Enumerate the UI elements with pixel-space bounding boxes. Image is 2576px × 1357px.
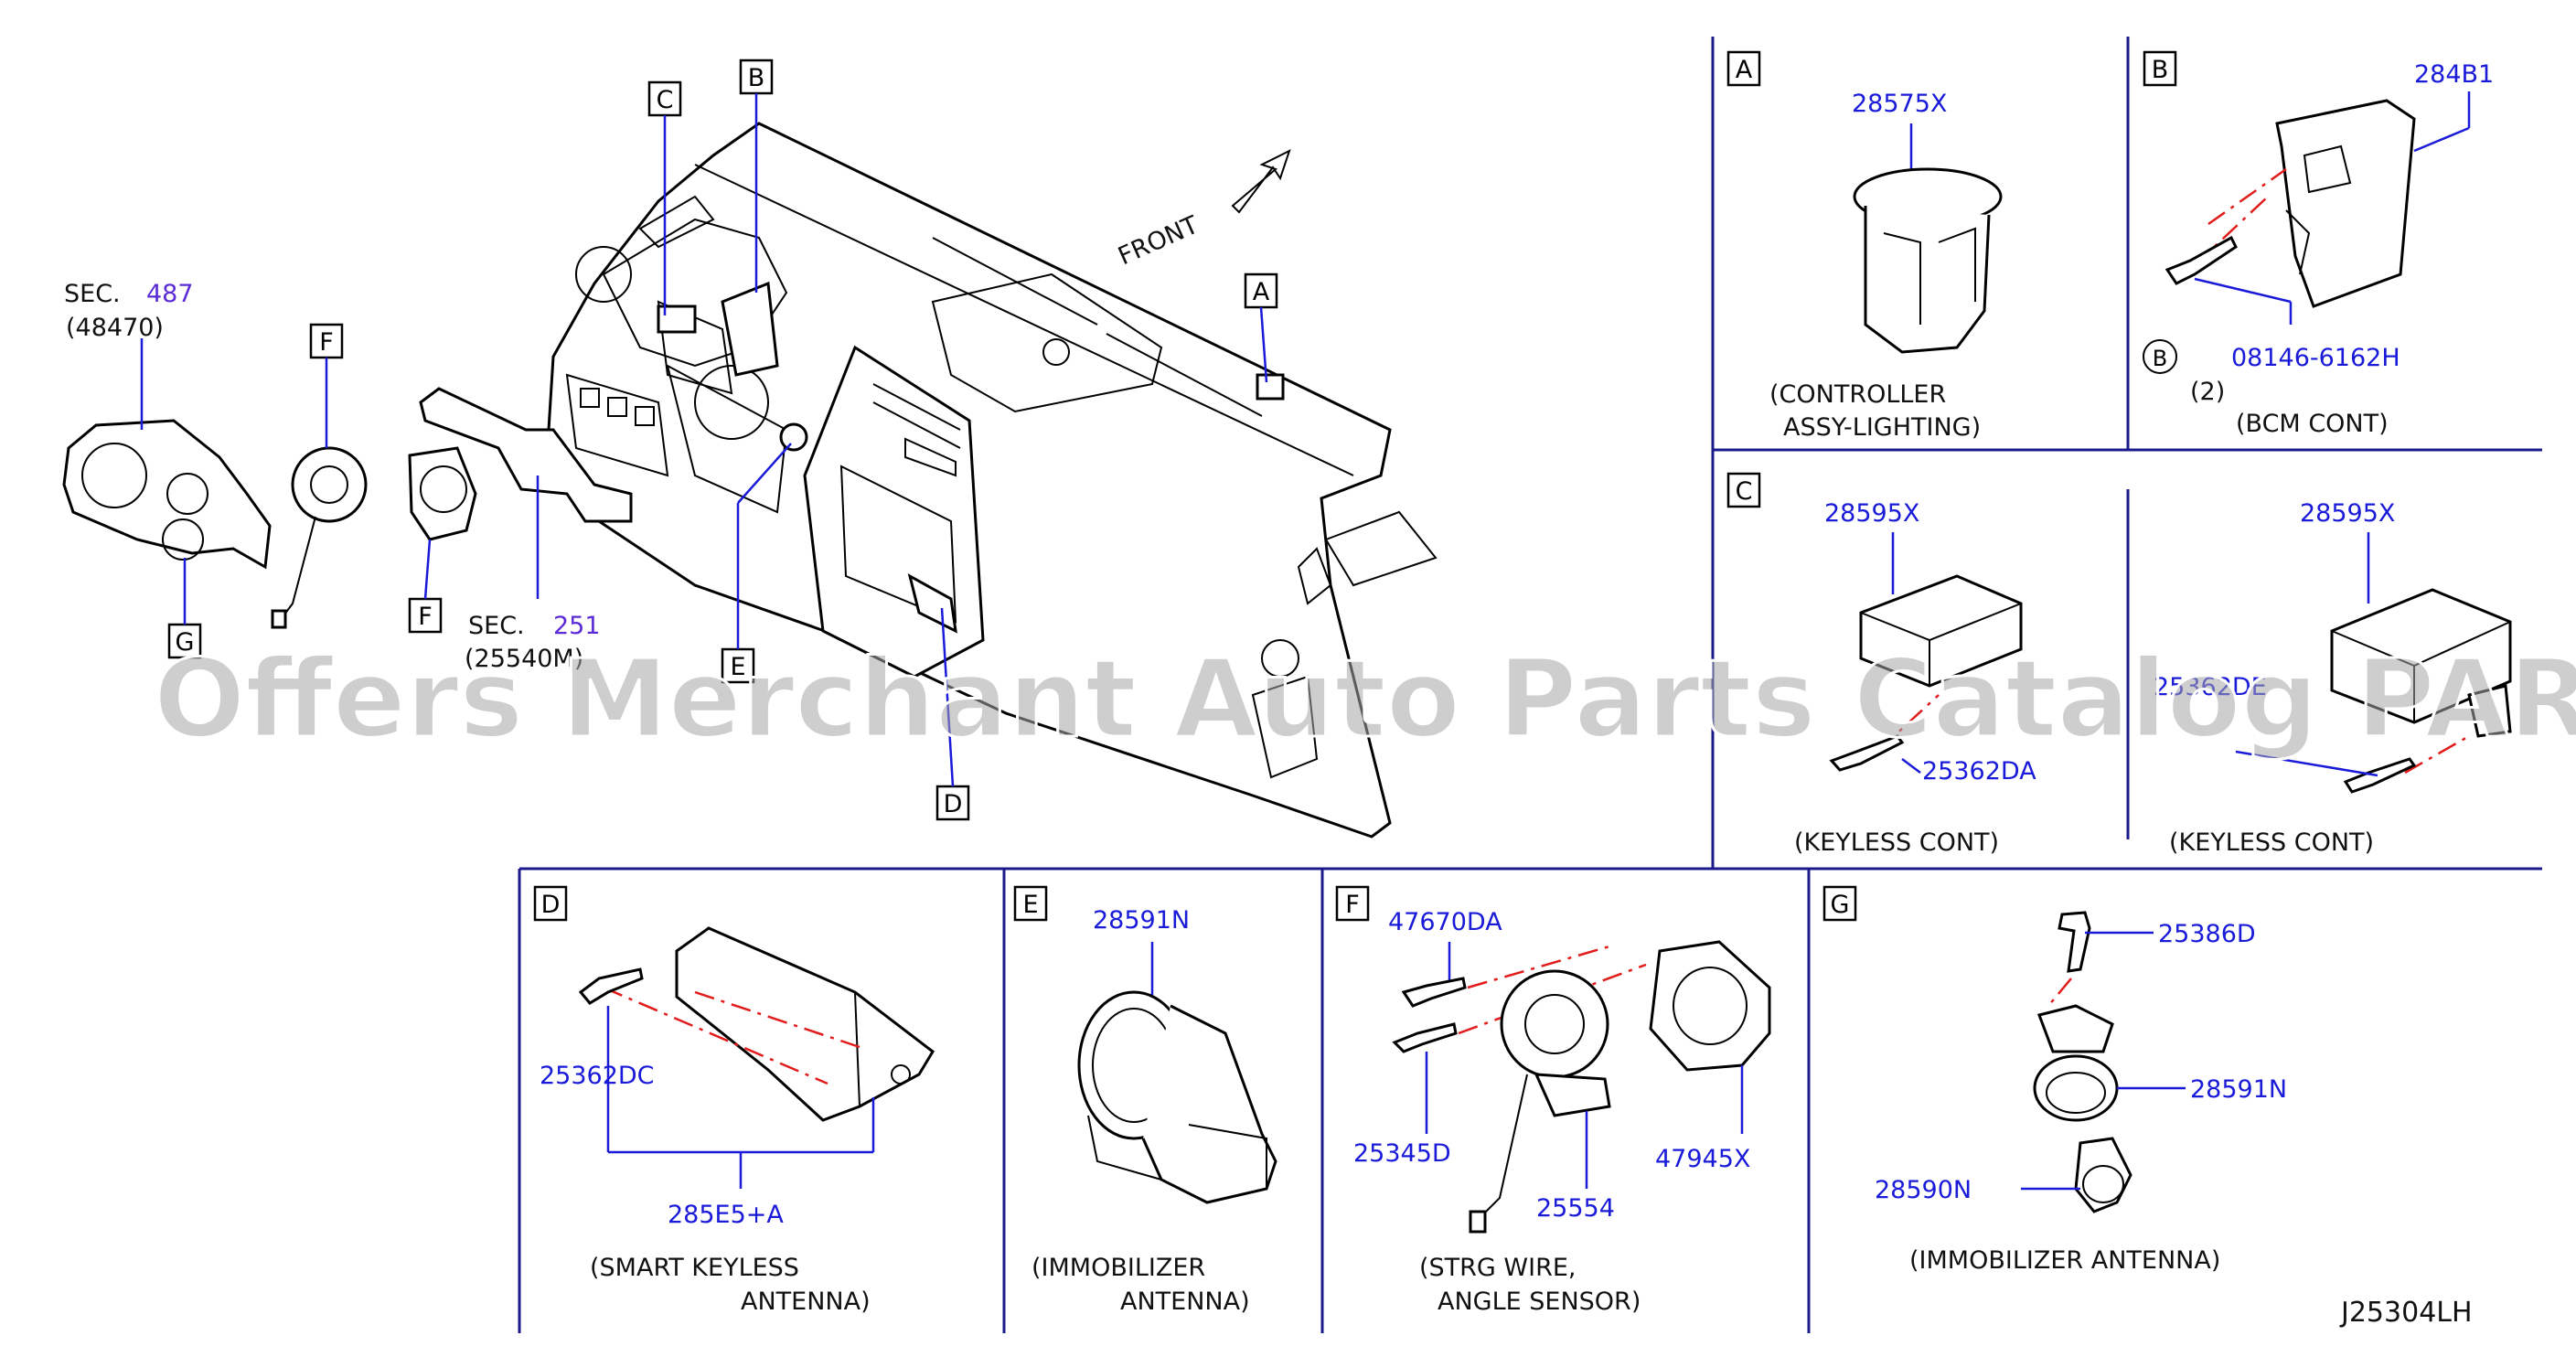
callout-f-left-lower: F [418, 603, 433, 631]
part-08146-6162h[interactable]: 08146-6162H [2231, 344, 2400, 372]
panel-b-desc: (BCM CONT) [2236, 410, 2389, 438]
callout-f: F [1345, 891, 1360, 919]
sec-251-sub: (25540M) [465, 645, 583, 673]
part-25345d[interactable]: 25345D [1353, 1139, 1451, 1168]
sec-487-sub: (48470) [66, 314, 164, 342]
panel-f: F 47670DA 25345D 25554 47945X (STRG WIRE… [1335, 885, 1771, 1316]
part-28575x[interactable]: 28575X [1852, 90, 1947, 118]
callout-d-main: D [944, 790, 963, 818]
part-28590n[interactable]: 28590N [1875, 1176, 1972, 1204]
panel-c-right: 28595X 2​5​362DE (KEYLESS CONT) [2154, 499, 2512, 857]
panel-c-left: C 28595X 25362DA (KEYLESS CONT) [1726, 472, 2036, 857]
panel-d-desc-line1: (SMART KEYLESS [590, 1254, 799, 1282]
callout-a-main: A [1253, 278, 1270, 306]
panel-a-desc-line1: (CONTROLLER [1769, 380, 1946, 409]
panel-e-desc-line1: (IMMOBILIZER [1031, 1254, 1205, 1282]
panel-e-desc-line2: ANTENNA) [1120, 1288, 1250, 1316]
callout-e: E [1022, 891, 1038, 919]
part-285e5-a[interactable]: 285E5+A [668, 1201, 784, 1229]
callout-f-left: F [319, 328, 334, 357]
bolt-marker-b: B [2153, 346, 2167, 371]
callout-c-main: C [657, 86, 674, 114]
front-arrow: FRONT [1114, 149, 1291, 271]
panel-d-desc-line2: ANTENNA) [741, 1288, 871, 1316]
callout-g: G [1831, 891, 1850, 919]
sec-487-number: 487 [146, 280, 194, 308]
watermark: Offers Merchant Auto Parts Catalog PARTS… [154, 636, 2576, 762]
callout-b-main: B [748, 64, 765, 92]
panel-dividers [518, 37, 2542, 1333]
panel-e: E 28591N (IMMOBILIZER ANTENNA) [1013, 885, 1277, 1316]
callout-a: A [1736, 56, 1753, 84]
callout-d: D [541, 891, 561, 919]
sec-251-number: 251 [553, 612, 601, 640]
part-284b1[interactable]: 284B1 [2414, 60, 2494, 89]
sec-251-prefix: SEC. [468, 612, 525, 640]
left-parts: SEC. 487 (48470) F F G SEC. 251 (25540M) [62, 280, 633, 673]
panel-a-desc-line2: ASSY-LIGHTING) [1783, 413, 1981, 442]
part-28591n-g[interactable]: 28591N [2190, 1075, 2287, 1104]
part-25362de-partial[interactable]: 2​5​362DE [2154, 673, 2267, 701]
part-47945x[interactable]: 47945X [1655, 1145, 1750, 1173]
callout-e-main: E [730, 653, 745, 681]
panel-f-desc-line2: ANGLE SENSOR) [1438, 1288, 1641, 1316]
panel-b-qty: (2) [2190, 378, 2225, 406]
panel-f-desc-line1: (STRG WIRE, [1419, 1254, 1577, 1282]
panel-c1-desc: (KEYLESS CONT) [1794, 828, 1999, 857]
panel-g-desc: (IMMOBILIZER ANTENNA) [1909, 1246, 2220, 1275]
part-28595x-c2[interactable]: 28595X [2300, 499, 2395, 528]
panel-g: G 25386D 28591N 28590N (IMMOBILIZER ANTE… [1822, 885, 2287, 1275]
part-25386d[interactable]: 25386D [2158, 920, 2256, 948]
callout-g-left: G [176, 628, 195, 657]
callout-b: B [2152, 56, 2169, 84]
front-label: FRONT [1114, 210, 1202, 271]
dashboard-illustration [547, 122, 1438, 839]
part-25554[interactable]: 25554 [1536, 1194, 1615, 1223]
main-callouts: C B A E D [647, 59, 1278, 821]
part-25362dc[interactable]: 25362DC [540, 1062, 655, 1090]
part-28595x-c1[interactable]: 28595X [1824, 499, 1919, 528]
sec-487-prefix: SEC. [64, 280, 121, 308]
part-47670da[interactable]: 47670DA [1388, 908, 1502, 936]
panel-b: B 284B1 08146-6162H B (2) (BCM CONT) [2143, 50, 2494, 438]
panel-c2-desc: (KEYLESS CONT) [2169, 828, 2374, 857]
panel-a: A 28575X (CONTROLLER ASSY-LIGHTING) [1726, 50, 2003, 442]
part-25362da[interactable]: 25362DA [1922, 757, 2036, 785]
callout-c: C [1736, 477, 1753, 506]
diagram-code: J25304LH [2339, 1297, 2473, 1329]
part-28591n-e[interactable]: 28591N [1093, 906, 1190, 935]
panel-d: D 25362DC 285E5+A (SMART KEYLESS ANTENNA… [533, 885, 935, 1316]
